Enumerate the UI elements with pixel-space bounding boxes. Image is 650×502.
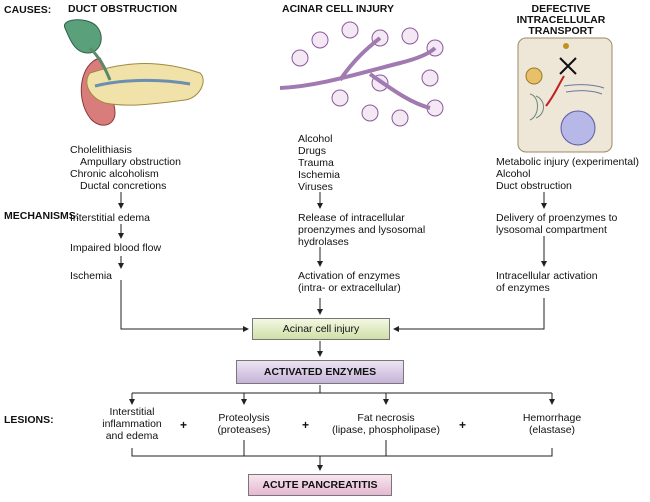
transport-causes: Metabolic injury (experimental) Alcohol …: [496, 156, 639, 192]
acute-pancreatitis-box: ACUTE PANCREATITIS: [248, 474, 392, 496]
lesion-interstitial: Interstitial inflammation and edema: [102, 406, 162, 442]
activated-enzymes-box: ACTIVATED ENZYMES: [236, 360, 404, 384]
cell-illustration: [517, 37, 613, 153]
acinar-causes: Alcohol Drugs Trauma Ischemia Viruses: [298, 133, 341, 193]
mechanisms-label: MECHANISMS:: [4, 210, 80, 222]
pancreas-illustration: [64, 19, 204, 126]
duct-mech-edema: Interstitial edema: [70, 212, 150, 224]
duct-mech-bloodflow: Impaired blood flow: [70, 242, 162, 254]
duct-causes: Cholelithiasis Ampullary obstruction Chr…: [70, 144, 181, 192]
plus-sign-1: +: [180, 418, 188, 432]
defective-transport-title: DEFECTIVE INTRACELLULAR TRANSPORT: [516, 3, 606, 37]
acinar-cell-injury-box: Acinar cell injury: [252, 318, 390, 340]
acinar-mech-activation: Activation of enzymes (intra- or extrace…: [298, 270, 401, 294]
acinar-cell-injury-title: ACINAR CELL INJURY: [282, 3, 395, 15]
transport-mech-activation: Intracellular activation of enzymes: [496, 270, 598, 294]
causes-label: CAUSES:: [4, 4, 52, 16]
duct-obstruction-title: DUCT OBSTRUCTION: [68, 3, 178, 15]
duct-mech-ischemia: Ischemia: [70, 270, 113, 282]
plus-sign-2: +: [302, 418, 310, 432]
lesion-hemorrhage: Hemorrhage (elastase): [522, 412, 582, 436]
plus-sign-3: +: [459, 418, 467, 432]
acinar-illustration: [280, 21, 444, 127]
lesion-fat-necrosis: Fat necrosis (lipase, phospholipase): [332, 412, 440, 436]
acinar-mech-release: Release of intracellular proenzymes and …: [298, 212, 426, 248]
lesion-proteolysis: Proteolysis (proteases): [217, 412, 271, 436]
lesions-label: LESIONS:: [4, 414, 54, 426]
transport-mech-delivery: Delivery of proenzymes to lysosomal comp…: [496, 212, 618, 236]
